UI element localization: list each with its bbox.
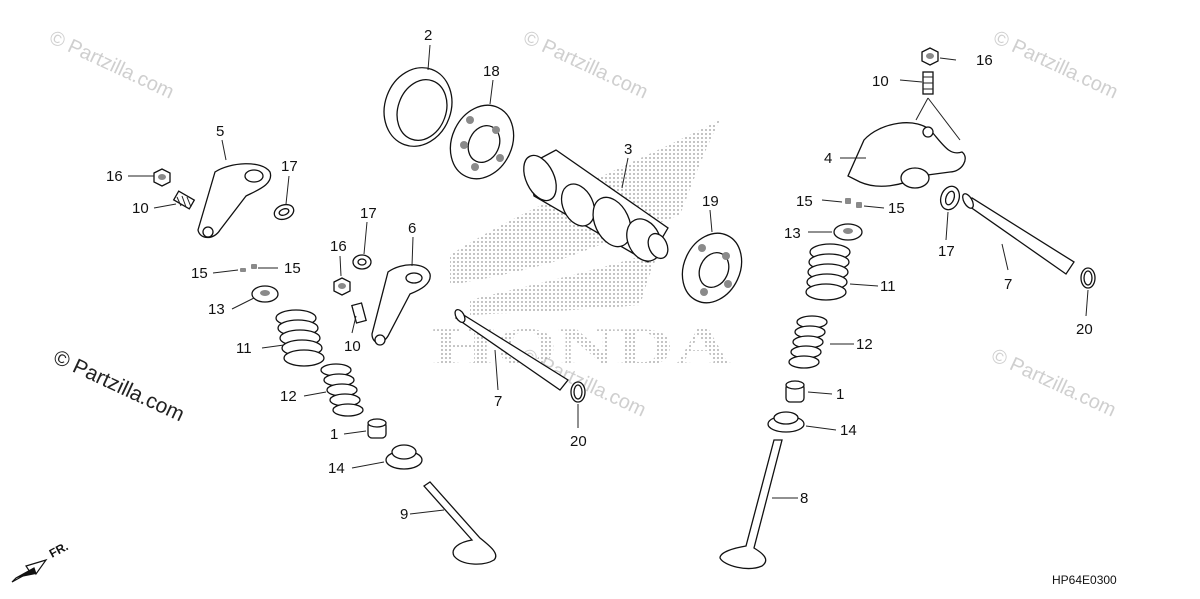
callout-4: 4 <box>824 150 832 167</box>
callout-17: 17 <box>281 158 298 175</box>
washer-left-part <box>273 203 295 221</box>
intake-valve-part <box>423 481 497 565</box>
o-ring-right-part <box>1080 267 1096 289</box>
callout-20: 20 <box>1076 321 1093 338</box>
watermark-text-dark: © Partzilla.com <box>50 346 188 427</box>
nut-left-part <box>153 168 171 187</box>
callout-11: 11 <box>236 340 252 357</box>
callout-17: 17 <box>938 243 955 260</box>
callout-6: 6 <box>408 220 416 237</box>
washer-center-part <box>352 254 372 270</box>
callout-10: 10 <box>872 73 889 90</box>
callout-7: 7 <box>1004 276 1012 293</box>
ball-bearing-part <box>449 104 515 180</box>
inner-spring-left-part <box>320 363 364 417</box>
front-direction-arrow: FR. <box>11 539 71 583</box>
callout-14: 14 <box>840 422 857 439</box>
callout-16: 16 <box>106 168 123 185</box>
callout-20: 20 <box>570 433 587 450</box>
callout-13: 13 <box>784 225 801 242</box>
valve-stem-seal-right-part <box>785 380 805 403</box>
callout-9: 9 <box>400 506 408 523</box>
spring-seat-left-part <box>385 444 423 470</box>
valve-cotter-right-part <box>845 198 862 208</box>
spring-retainer-left-part <box>251 285 279 303</box>
callout-16: 16 <box>976 52 993 69</box>
front-label: FR. <box>47 539 71 560</box>
callout-12: 12 <box>856 336 873 353</box>
callout-15: 15 <box>191 265 208 282</box>
diagram-code: HP64E0300 <box>1052 573 1117 587</box>
valve-stem-seal-left-part <box>367 418 387 439</box>
rocker-arm-right-part <box>847 122 966 189</box>
nut-right-part <box>921 47 939 66</box>
callout-10: 10 <box>132 200 149 217</box>
callout-18: 18 <box>483 63 500 80</box>
camshaft-part <box>523 149 669 263</box>
callout-17: 17 <box>360 205 377 222</box>
callout-15: 15 <box>888 200 905 217</box>
exhaust-valve-part <box>719 439 783 570</box>
nut-center-part <box>333 277 351 296</box>
outer-spring-left-part <box>275 309 325 367</box>
watermark-text: © Partzilla.com <box>988 345 1119 422</box>
callout-10: 10 <box>344 338 361 355</box>
camshaft-bearing-part <box>681 232 743 304</box>
callout-5: 5 <box>216 123 224 140</box>
callout-12: 12 <box>280 388 297 405</box>
callout-15: 15 <box>284 260 301 277</box>
adjusting-screw-left-part <box>172 190 196 210</box>
bearing-ring-part <box>383 67 453 147</box>
outer-spring-right-part <box>805 243 851 301</box>
leader-lines <box>128 44 1089 515</box>
spring-seat-right-part <box>767 411 805 433</box>
callout-11: 11 <box>880 278 896 295</box>
callout-14: 14 <box>328 460 345 477</box>
rocker-shaft-right-part <box>962 193 1075 275</box>
callout-15: 15 <box>796 193 813 210</box>
watermark-text: © Partzilla.com <box>990 27 1121 104</box>
rocker-arm-left-part <box>197 163 272 239</box>
callout-labels: 2 18 3 19 5 16 10 17 15 15 13 11 12 1 14… <box>106 27 1093 523</box>
adjusting-screw-center-part <box>351 302 367 324</box>
callout-8: 8 <box>800 490 808 507</box>
watermark-text: © Partzilla.com <box>46 27 177 104</box>
callout-1: 1 <box>836 386 844 403</box>
inner-spring-right-part <box>788 315 828 369</box>
adjusting-screw-right-part <box>922 71 934 95</box>
valve-cotter-left-part <box>240 264 257 272</box>
callout-19: 19 <box>702 193 719 210</box>
watermark-text: © Partzilla.com <box>520 27 651 104</box>
rocker-shaft-center-part <box>454 308 569 391</box>
spring-retainer-right-part <box>833 223 863 241</box>
rocker-arm-center-part <box>371 264 431 346</box>
callout-16: 16 <box>330 238 347 255</box>
o-ring-center-part <box>570 381 586 403</box>
washer-right-part <box>939 185 961 211</box>
callout-1: 1 <box>330 426 338 443</box>
callout-7: 7 <box>494 393 502 410</box>
callout-2: 2 <box>424 27 432 44</box>
callout-13: 13 <box>208 301 225 318</box>
callout-3: 3 <box>624 141 632 158</box>
